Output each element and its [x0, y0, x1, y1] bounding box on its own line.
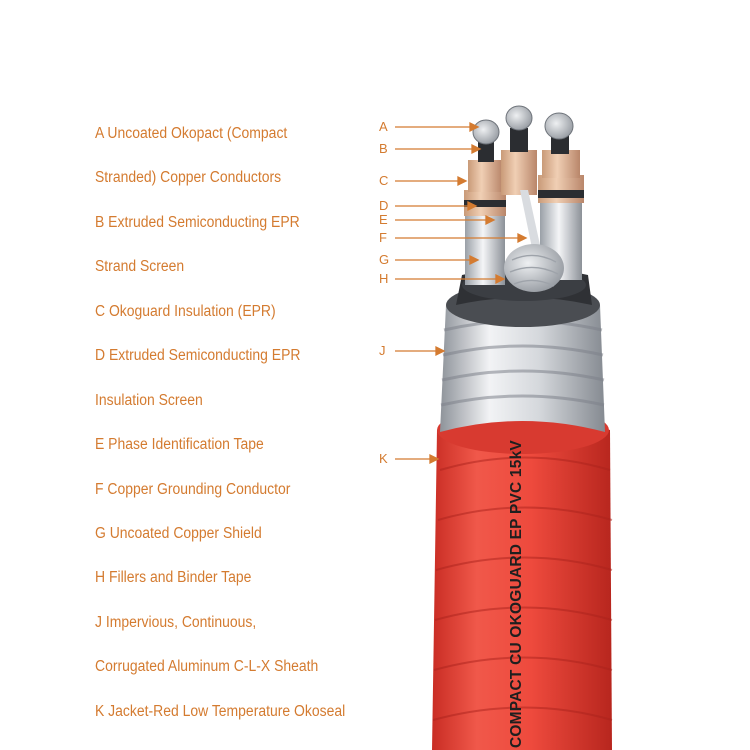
jacket-print: COMPACT CU OKOGUARD EP PVC 15kV	[508, 440, 525, 748]
legend-item-a-line2: Stranded) Copper Conductors	[95, 169, 282, 186]
aluminum-sheath	[440, 283, 605, 432]
legend-item-a-line1: A Uncoated Okopact (Compact	[95, 125, 288, 142]
callout-g: G	[379, 252, 390, 267]
legend-item-d-line2: Insulation Screen	[95, 392, 203, 409]
callout-k: K	[379, 451, 388, 466]
legend-item-j-line2: Corrugated Aluminum C-L-X Sheath	[95, 658, 319, 675]
callout-c: C	[379, 173, 389, 188]
callout-j: J	[379, 343, 386, 358]
callout-d: D	[379, 198, 389, 213]
legend-item-k: K Jacket-Red Low Temperature Okoseal	[95, 703, 346, 720]
legend-item-e: E Phase Identification Tape	[95, 436, 264, 453]
legend-item-h: H Fillers and Binder Tape	[95, 569, 252, 586]
legend-item-g: G Uncoated Copper Shield	[95, 525, 262, 542]
core-left	[464, 119, 506, 285]
legend-item-f: F Copper Grounding Conductor	[95, 481, 291, 498]
legend-item-c: C Okoguard Insulation (EPR)	[95, 303, 276, 320]
callout-f: F	[379, 230, 387, 245]
legend-item-d-line1: D Extruded Semiconducting EPR	[95, 347, 301, 364]
core-center	[501, 105, 537, 195]
callout-h: H	[379, 271, 389, 286]
callout-arrows	[395, 121, 528, 465]
legend-list: A Uncoated Okopact (Compact Stranded) Co…	[95, 0, 385, 750]
legend-item-b-line2: Strand Screen	[95, 258, 185, 275]
legend-item-j-line1: J Impervious, Continuous,	[95, 614, 257, 631]
callout-e: E	[379, 212, 388, 227]
callout-b: B	[379, 141, 388, 156]
callout-a: A	[379, 119, 388, 134]
grounding-conductor	[504, 190, 564, 292]
legend-item-b-line1: B Extruded Semiconducting EPR	[95, 214, 300, 231]
